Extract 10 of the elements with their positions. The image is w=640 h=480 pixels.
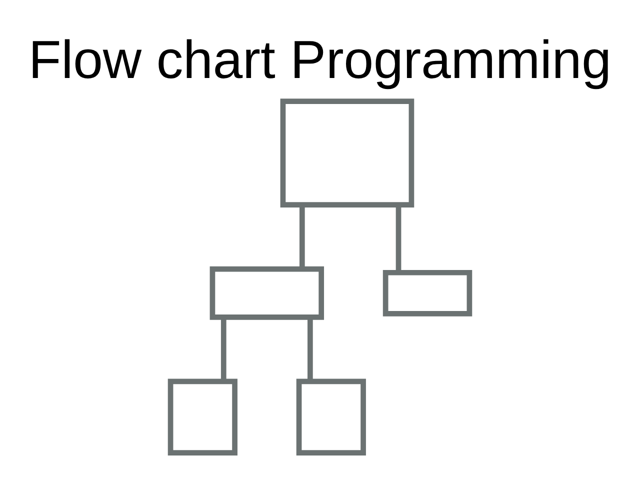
node-box	[280, 98, 414, 207]
node-box	[296, 378, 366, 456]
connector	[396, 204, 402, 272]
node-box	[382, 269, 472, 316]
connector	[299, 204, 305, 268]
connector	[220, 317, 226, 381]
node-box	[168, 378, 238, 456]
diagram-title: Flow chart Programming	[28, 30, 612, 90]
node-box	[210, 266, 324, 320]
connector	[308, 317, 313, 381]
